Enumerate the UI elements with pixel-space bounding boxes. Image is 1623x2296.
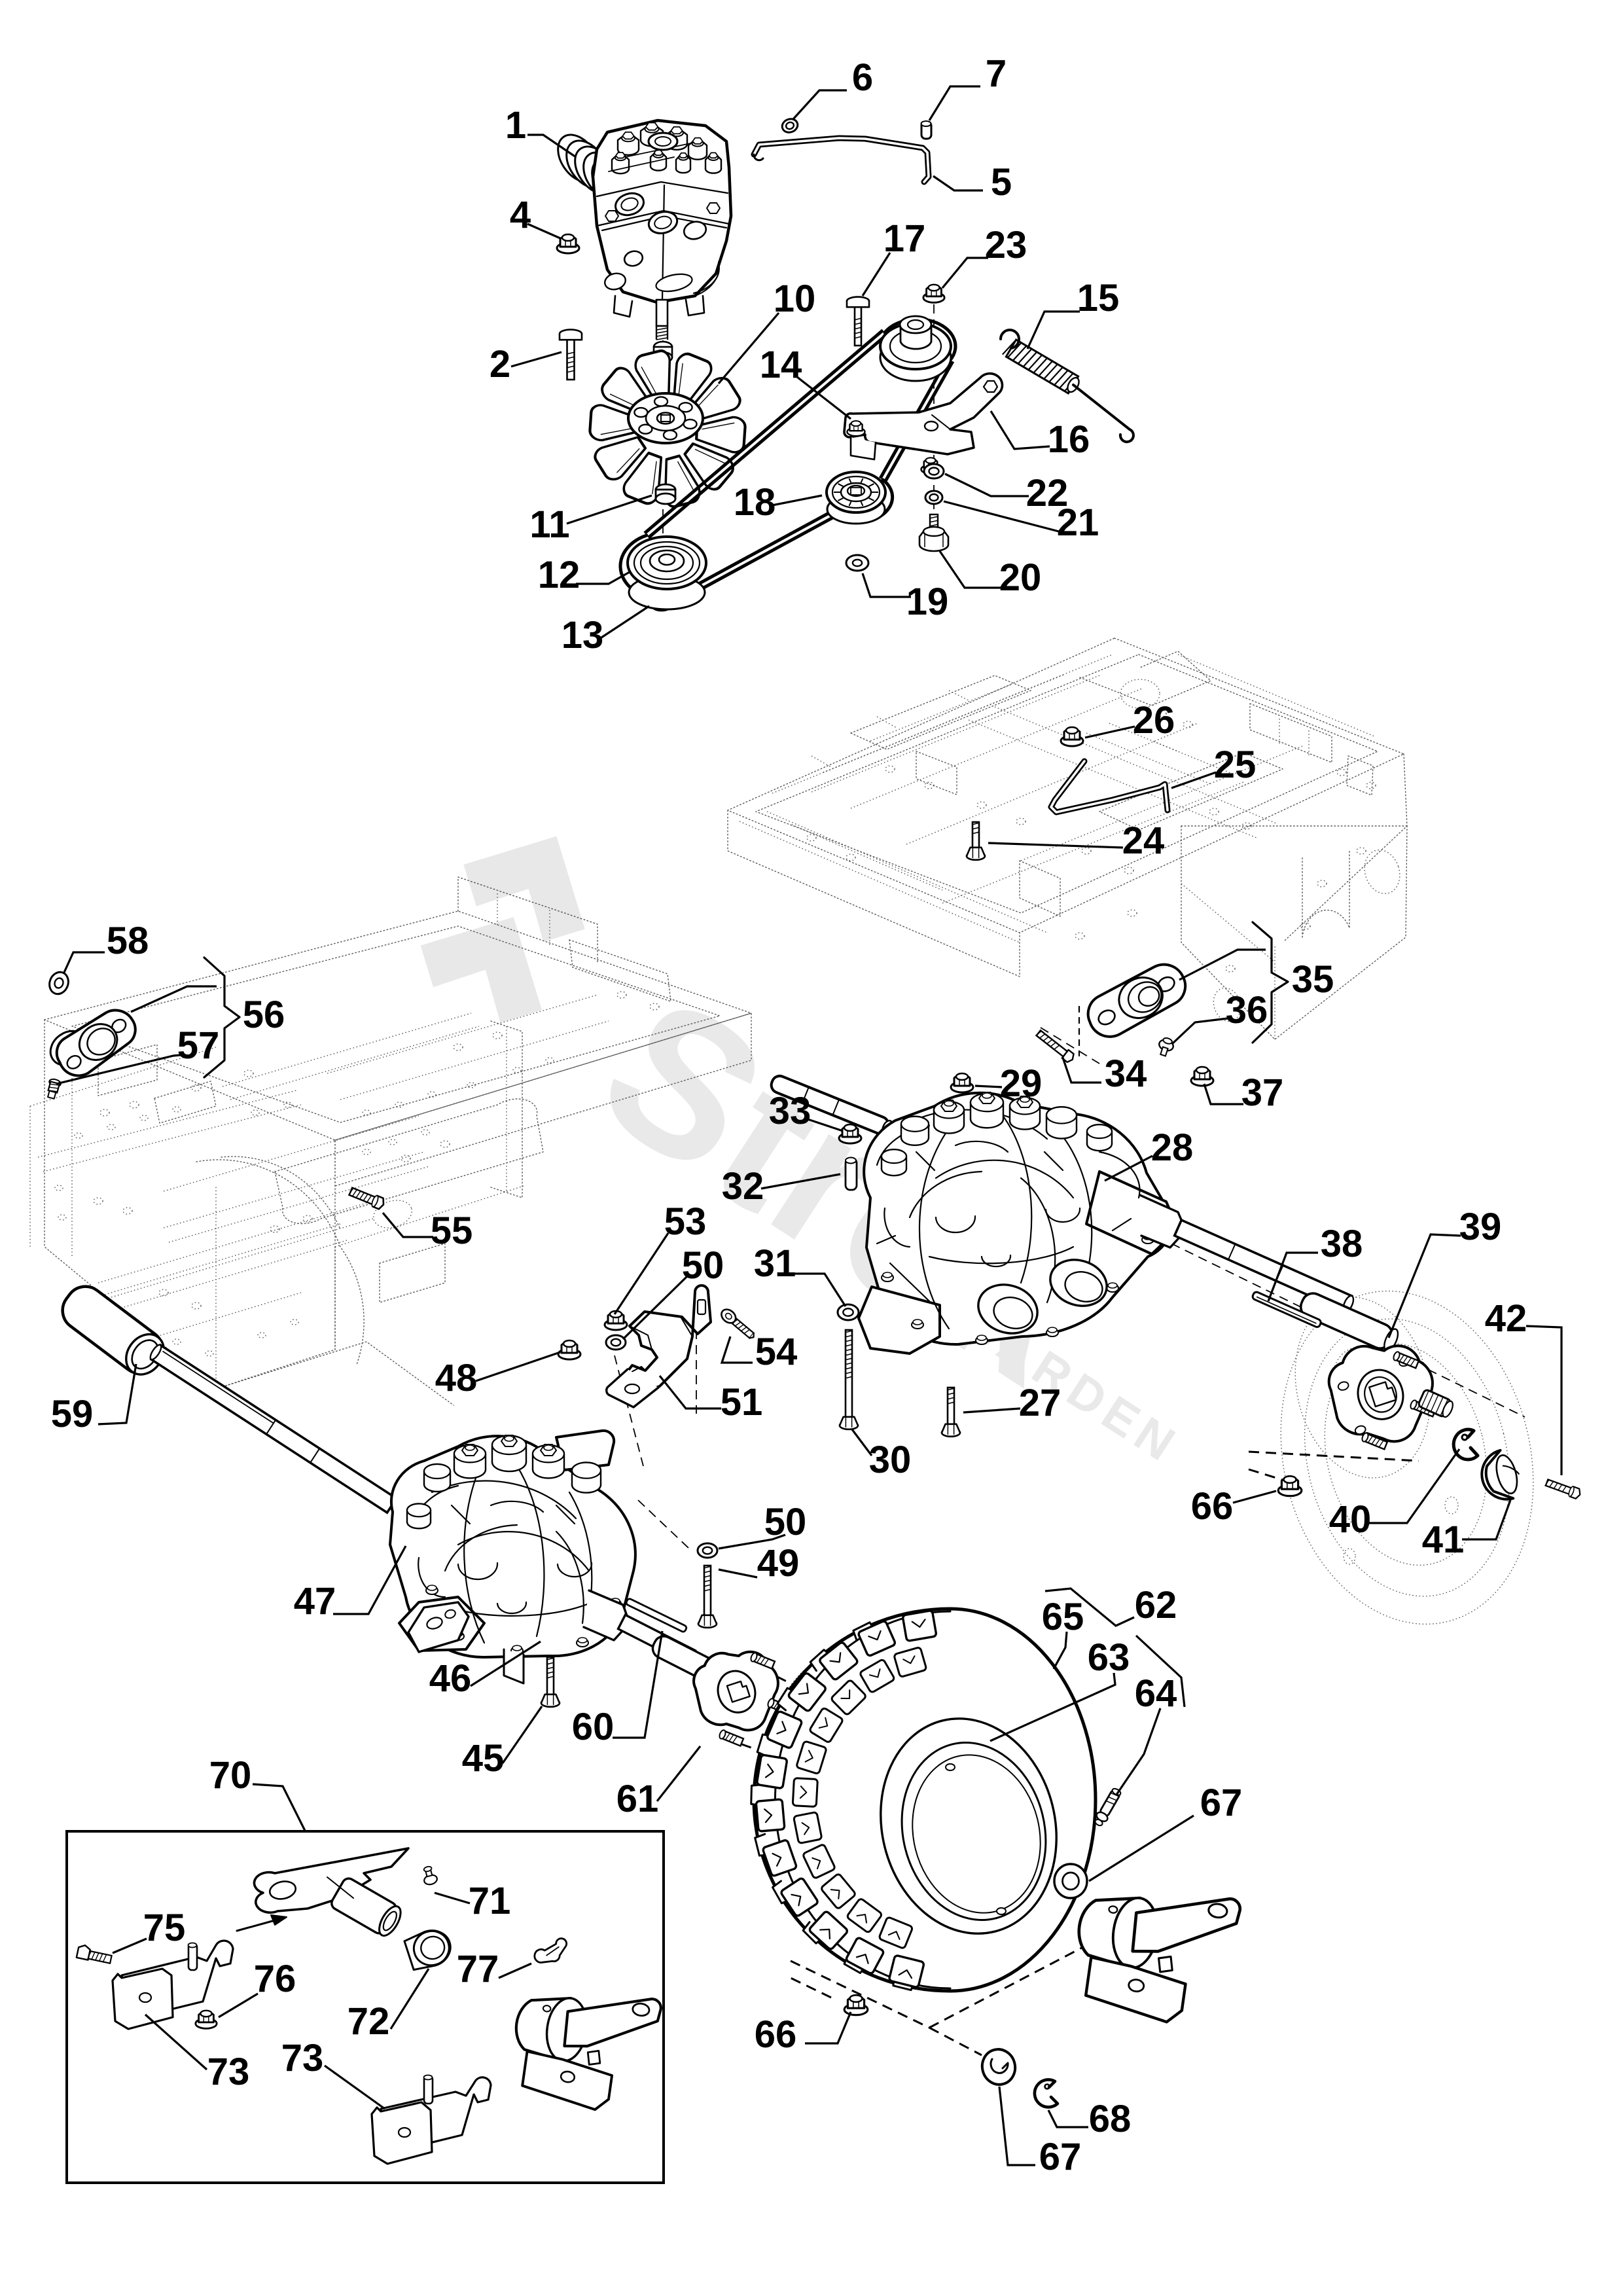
svg-text:54: 54 [755,1331,798,1373]
svg-text:46: 46 [429,1657,472,1700]
svg-text:59: 59 [51,1393,94,1435]
svg-text:29: 29 [1000,1062,1043,1105]
svg-text:10: 10 [774,278,816,320]
svg-text:36: 36 [1226,989,1268,1031]
svg-text:75: 75 [143,1907,186,1949]
svg-text:25: 25 [1214,744,1257,786]
svg-text:23: 23 [985,224,1027,266]
svg-text:4: 4 [510,194,531,236]
svg-text:76: 76 [254,1958,296,2000]
svg-text:31: 31 [754,1242,796,1285]
svg-text:71: 71 [469,1880,511,1922]
svg-text:49: 49 [757,1542,800,1585]
svg-text:16: 16 [1048,418,1090,461]
svg-text:6: 6 [852,56,873,99]
svg-text:50: 50 [682,1244,724,1287]
svg-text:39: 39 [1459,1206,1502,1248]
svg-text:57: 57 [177,1024,220,1067]
svg-text:37: 37 [1241,1071,1284,1114]
svg-text:72: 72 [348,2000,390,2043]
svg-text:30: 30 [869,1439,912,1481]
svg-text:12: 12 [538,554,580,596]
svg-text:77: 77 [457,1948,499,1990]
svg-text:60: 60 [572,1706,615,1748]
svg-text:55: 55 [431,1210,473,1252]
svg-text:27: 27 [1019,1382,1061,1424]
svg-text:33: 33 [769,1090,812,1132]
svg-text:18: 18 [734,481,776,524]
svg-text:19: 19 [906,581,949,623]
svg-text:42: 42 [1485,1297,1527,1340]
svg-text:22: 22 [1026,472,1069,514]
svg-text:26: 26 [1133,699,1175,742]
svg-text:13: 13 [562,614,604,656]
svg-text:21: 21 [1057,501,1099,544]
svg-text:50: 50 [764,1501,807,1543]
svg-text:65: 65 [1042,1596,1084,1638]
svg-text:63: 63 [1088,1636,1130,1679]
svg-text:38: 38 [1321,1223,1363,1265]
svg-text:56: 56 [243,994,285,1036]
svg-text:53: 53 [664,1200,707,1243]
svg-text:41: 41 [1422,1518,1465,1561]
svg-text:58: 58 [107,920,149,962]
svg-text:67: 67 [1039,2136,1082,2178]
svg-text:24: 24 [1122,819,1165,862]
svg-text:66: 66 [1191,1485,1234,1528]
svg-text:64: 64 [1135,1672,1177,1715]
svg-text:62: 62 [1135,1584,1177,1626]
svg-text:1: 1 [505,104,526,147]
svg-text:61: 61 [616,1778,659,1820]
svg-text:2: 2 [490,343,510,386]
svg-text:14: 14 [760,344,802,386]
svg-text:40: 40 [1329,1498,1372,1541]
svg-text:70: 70 [209,1754,252,1797]
svg-text:5: 5 [991,161,1012,204]
svg-text:51: 51 [721,1381,763,1424]
svg-text:73: 73 [281,2037,324,2079]
svg-text:35: 35 [1292,958,1334,1001]
svg-text:67: 67 [1200,1782,1243,1824]
svg-text:34: 34 [1105,1052,1147,1095]
svg-text:11: 11 [529,503,569,546]
svg-text:73: 73 [207,2051,250,2093]
svg-text:47: 47 [294,1580,336,1623]
svg-text:68: 68 [1089,2098,1132,2140]
svg-text:66: 66 [755,2013,797,2056]
svg-text:15: 15 [1077,277,1120,319]
svg-text:28: 28 [1151,1126,1194,1169]
svg-text:7: 7 [986,52,1007,95]
svg-text:32: 32 [722,1165,764,1208]
svg-text:17: 17 [883,217,926,260]
svg-text:20: 20 [999,556,1042,599]
svg-text:45: 45 [462,1737,505,1780]
svg-text:48: 48 [435,1357,478,1399]
